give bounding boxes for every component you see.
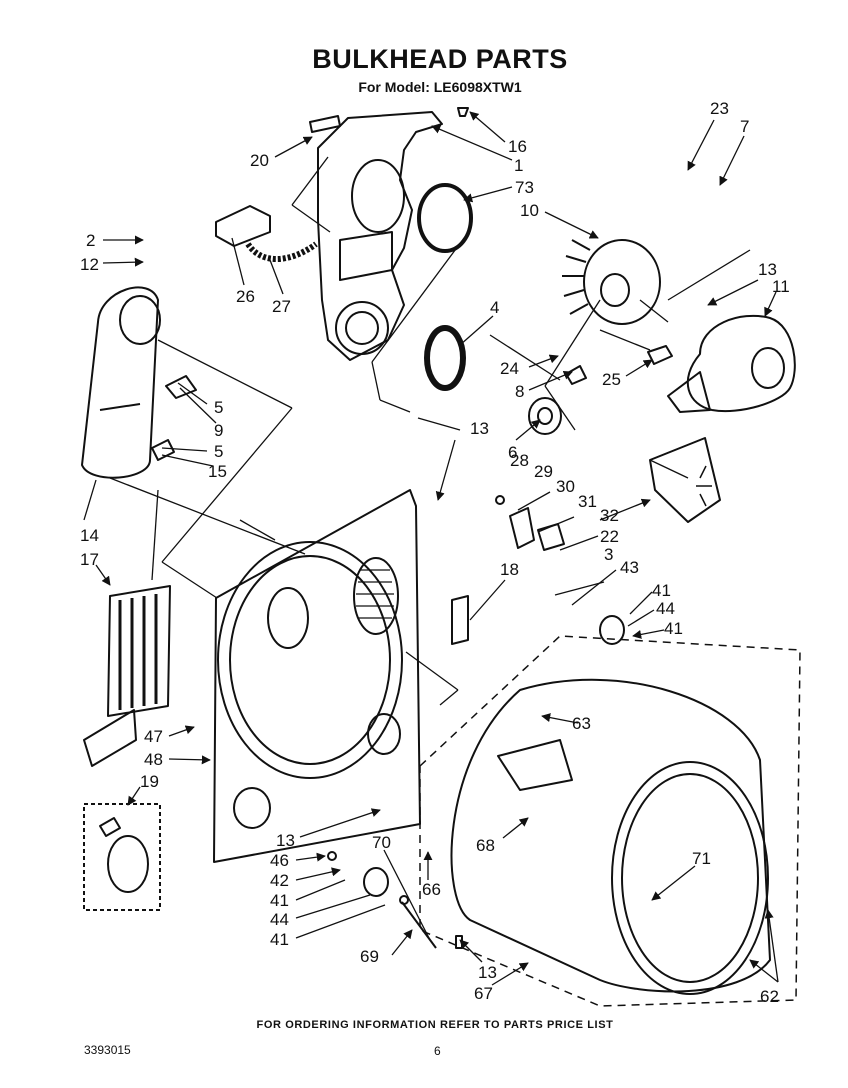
callout-27: 27 xyxy=(272,297,291,316)
ordering-info-note: FOR ORDERING INFORMATION REFER TO PARTS … xyxy=(256,1019,614,1031)
callout-13-bottom: 13 xyxy=(478,963,497,982)
callout-26: 26 xyxy=(236,287,255,306)
callout-17: 17 xyxy=(80,550,99,569)
callout-42: 42 xyxy=(270,871,289,890)
callout-8: 8 xyxy=(515,382,524,401)
callout-9: 9 xyxy=(214,421,223,440)
callout-19: 19 xyxy=(140,772,159,791)
callout-41: 41 xyxy=(652,581,671,600)
callout-5-lower: 5 xyxy=(214,442,223,461)
callout-22: 22 xyxy=(600,527,619,546)
drum-seal-ring xyxy=(424,325,466,391)
leader-lines xyxy=(83,111,779,986)
blower-wheel xyxy=(562,239,661,325)
callout-5: 5 xyxy=(214,398,223,417)
callout-30: 30 xyxy=(556,477,575,496)
callout-41-d: 41 xyxy=(270,930,289,949)
rear-bearing-44 xyxy=(599,615,625,645)
callout-48: 48 xyxy=(144,750,163,769)
duct-gasket-ring xyxy=(417,183,473,253)
callout-14: 14 xyxy=(80,526,99,545)
callout-73: 73 xyxy=(515,178,534,197)
drive-motor xyxy=(667,314,796,413)
callout-24: 24 xyxy=(500,359,519,378)
front-bearing-bracket-18 xyxy=(451,595,469,645)
spring-clip xyxy=(309,115,341,133)
callout-labels: 20 16 1 73 10 23 7 2 12 26 27 4 13 11 24… xyxy=(80,99,790,1006)
screw-16 xyxy=(457,107,469,117)
bracket-15 xyxy=(151,439,175,461)
duct-top-lint-housing xyxy=(317,111,443,361)
callout-62: 62 xyxy=(760,987,779,1006)
callout-67: 67 xyxy=(474,984,493,1003)
page-number: 6 xyxy=(434,1044,441,1058)
callout-68: 68 xyxy=(476,836,495,855)
wiring-diagram-card-22 xyxy=(649,437,721,523)
page-title: BULKHEAD PARTS xyxy=(312,44,568,74)
motor-bracket-25 xyxy=(647,345,673,365)
drum-support-roller-46-44 xyxy=(327,851,389,897)
callout-11: 11 xyxy=(772,277,790,296)
callout-7: 7 xyxy=(740,117,749,136)
callout-13-center: 13 xyxy=(470,419,489,438)
callout-43: 43 xyxy=(620,558,639,577)
heater-assembly-17 xyxy=(83,585,171,767)
callout-46: 46 xyxy=(270,851,289,870)
callout-6: 6 xyxy=(508,443,517,462)
callout-23: 23 xyxy=(710,99,729,118)
callout-41-b: 41 xyxy=(664,619,683,638)
callout-12: 12 xyxy=(80,255,99,274)
callout-2: 2 xyxy=(86,231,95,250)
callout-20: 20 xyxy=(250,151,269,170)
motor-clip-8 xyxy=(565,365,587,385)
bulkhead-front-panel xyxy=(213,489,421,863)
callout-28: 28 xyxy=(510,451,529,470)
parts xyxy=(81,107,801,1007)
switch-assembly-28-32 xyxy=(495,495,565,551)
callout-16: 16 xyxy=(508,137,527,156)
callout-29: 29 xyxy=(534,462,553,481)
screw-13-bottom xyxy=(455,935,463,949)
callout-10: 10 xyxy=(520,201,539,220)
pulley-6 xyxy=(528,397,562,435)
callout-69: 69 xyxy=(360,947,379,966)
callout-13: 13 xyxy=(758,260,777,279)
callout-32: 32 xyxy=(600,506,619,525)
callout-71: 71 xyxy=(692,849,711,868)
callout-18: 18 xyxy=(500,560,519,579)
thermostat-connector xyxy=(215,205,318,262)
callout-44-b: 44 xyxy=(270,910,289,929)
callout-3: 3 xyxy=(604,545,613,564)
callout-41-c: 41 xyxy=(270,891,289,910)
callout-13-bottom-left: 13 xyxy=(276,831,295,850)
model-subtitle: For Model: LE6098XTW1 xyxy=(358,79,522,95)
idler-arm-assembly xyxy=(81,286,161,479)
callout-66: 66 xyxy=(422,880,441,899)
drum-67 xyxy=(450,678,771,995)
belt-kit-19 xyxy=(83,803,161,911)
callout-44: 44 xyxy=(656,599,675,618)
drum-assembly-dashed-outline xyxy=(419,635,801,1007)
callout-15: 15 xyxy=(208,462,227,481)
document-number: 3393015 xyxy=(84,1043,131,1057)
bracket-9 xyxy=(165,375,197,399)
callout-4: 4 xyxy=(490,298,499,317)
idler-spring-69 xyxy=(399,895,437,949)
callout-1: 1 xyxy=(514,156,523,175)
callout-63: 63 xyxy=(572,714,591,733)
callout-31: 31 xyxy=(578,492,597,511)
callout-70: 70 xyxy=(372,833,391,852)
callout-47: 47 xyxy=(144,727,163,746)
callout-25: 25 xyxy=(602,370,621,389)
